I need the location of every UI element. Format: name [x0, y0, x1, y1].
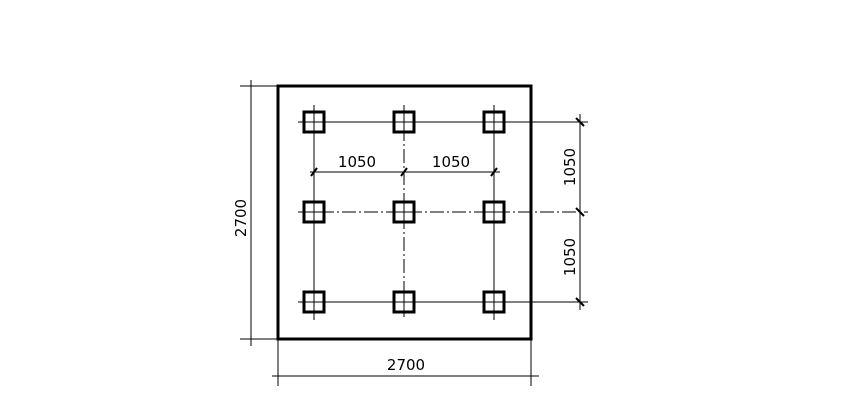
- right-vertical-dimension: [575, 114, 585, 310]
- pile-centerlines: [304, 112, 504, 312]
- internal-horizontal-dimension: [310, 167, 500, 177]
- overall-width-label: 2700: [387, 356, 425, 374]
- vertical-spacing-label-2: 1050: [561, 238, 579, 276]
- horizontal-axis-lines: [298, 121, 588, 303]
- vertical-spacing-label-1: 1050: [561, 148, 579, 186]
- horizontal-spacing-label-1: 1050: [338, 153, 376, 171]
- overall-height-dimension: [240, 80, 278, 346]
- horizontal-spacing-label-2: 1050: [432, 153, 470, 171]
- overall-height-label: 2700: [232, 199, 250, 237]
- overall-width-dimension: [272, 339, 539, 386]
